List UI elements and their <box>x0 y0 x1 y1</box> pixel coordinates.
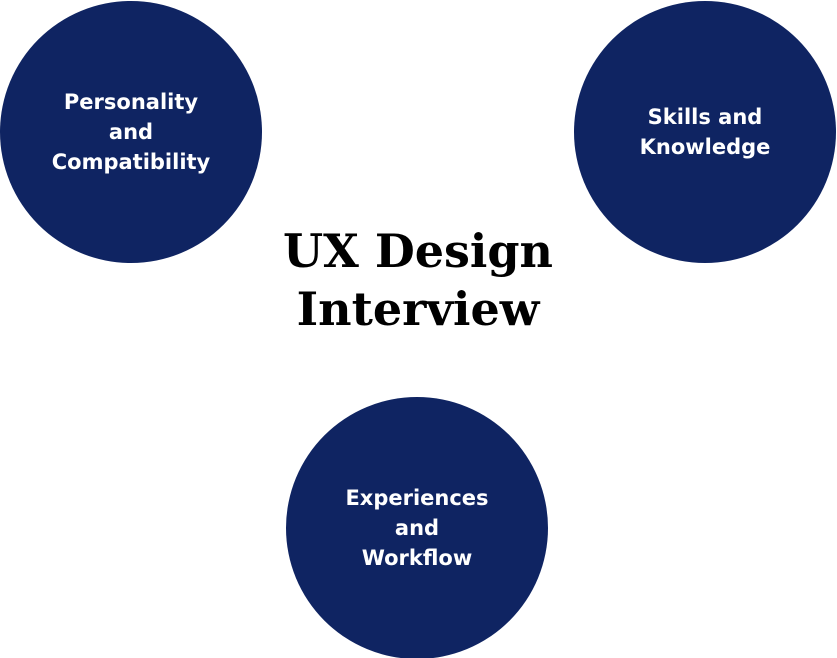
node-label: Experiences and Workflow <box>345 486 489 570</box>
node-label: Skills and Knowledge <box>639 105 771 159</box>
node-experiences-workflow: Experiences and Workflow <box>286 397 548 658</box>
node-personality-compatibility: Personality and Compatibility <box>0 1 262 263</box>
node-label: Personality and Compatibility <box>51 90 211 174</box>
diagram-title: UX Design Interview <box>283 224 553 336</box>
node-skills-knowledge: Skills and Knowledge <box>574 1 836 263</box>
